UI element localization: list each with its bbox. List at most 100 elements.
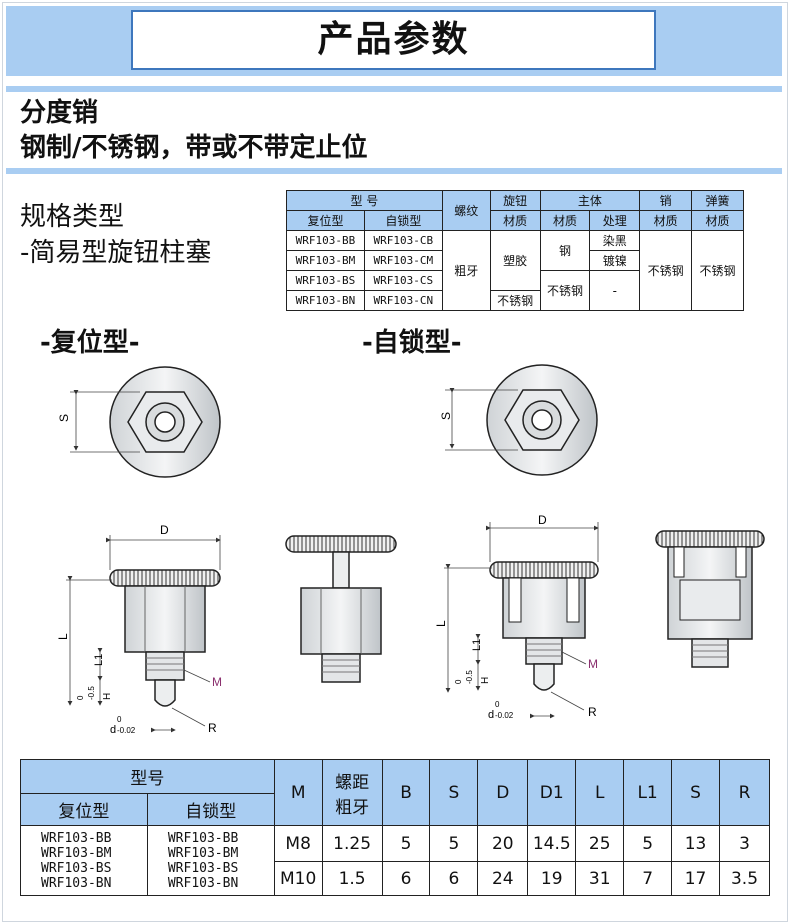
t2-reset-header: 复位型 (20, 793, 148, 826)
dimensions-table: 型号 M 螺距 粗牙 B S D D1 L L1 S R 复位型 自锁型 WRF… (20, 759, 771, 896)
subtitle-material: 钢制/不锈钢，带或不带定止位 (20, 133, 368, 163)
dim-d-tol0-lock: 0 (495, 700, 500, 709)
t2-cell: 6 (429, 861, 479, 896)
t1-treat-dash: - (589, 270, 641, 311)
t1-pin-material: 材质 (639, 210, 693, 231)
t2-cell: 24 (477, 861, 529, 896)
t2-cell: 31 (575, 861, 625, 896)
t2-cell: 14.5 (527, 825, 577, 862)
list-item: WRF103-BN (167, 875, 239, 891)
t1-cell: WRF103-CN (363, 290, 443, 311)
dim-d-small-lock: d (488, 709, 494, 721)
list-item: WRF103-BM (41, 845, 112, 861)
lock-rotated-view (655, 530, 765, 668)
t2-lock-header: 自锁型 (146, 793, 275, 826)
t2-col-b: B (381, 759, 431, 826)
t1-pin-header: 销 (639, 190, 693, 211)
subtitle-product: 分度销 (20, 98, 99, 128)
t2-cell: 5 (623, 825, 673, 862)
dim-l-lock: L (434, 620, 448, 627)
t2-model-header: 型号 (20, 759, 275, 794)
t1-cell: WRF103-BN (286, 290, 365, 311)
dim-m-reset: M (212, 675, 222, 689)
dim-s-lock: S (439, 412, 453, 420)
t1-body-header: 主体 (539, 190, 641, 211)
t2-cell: 1.25 (321, 825, 383, 862)
t2-lock-models: WRF103-BB WRF103-BM WRF103-BS WRF103-BN (146, 825, 275, 896)
list-item: WRF103-BN (41, 875, 112, 891)
dim-d-tol-reset: -0.02 (117, 726, 136, 735)
t2-cell: 7 (623, 861, 673, 896)
dim-d-reset: D (160, 523, 169, 537)
dim-h-lock: H (480, 677, 491, 684)
t1-spring-ss: 不锈钢 (691, 230, 744, 311)
reset-type-label: -复位型- (40, 328, 140, 358)
dim-d-lock: D (538, 513, 547, 527)
dim-l1-reset: L1 (93, 654, 105, 666)
t2-col-d1: D1 (527, 759, 577, 826)
t1-cell: WRF103-BB (286, 230, 365, 251)
list-item: WRF103-BS (41, 860, 112, 876)
t1-thread-value: 粗牙 (441, 230, 491, 311)
title-bar: 产品参数 (6, 6, 782, 76)
t1-lock-header: 自锁型 (363, 210, 443, 231)
reset-top-view: S (57, 366, 221, 478)
t1-reset-header: 复位型 (286, 210, 365, 231)
dim-l1-lock: L1 (471, 639, 483, 651)
t2-col-m: M (273, 759, 323, 826)
t1-cell: WRF103-CB (363, 230, 443, 251)
spec-label: 规格类型 (20, 202, 125, 232)
t2-cell: 3 (718, 825, 771, 862)
dim-h-tol-lock: -0.5 (465, 670, 474, 684)
lock-side-view: D L L1 H -0.5 0 d -0.02 0 M R (434, 513, 599, 721)
dim-d-tol-lock: -0.02 (495, 711, 514, 720)
t1-knob-header: 旋钮 (489, 190, 541, 211)
t2-cell: M8 (273, 825, 323, 862)
t2-col-l1: L1 (623, 759, 673, 826)
t2-col-l: L (575, 759, 625, 826)
t2-cell: 3.5 (718, 861, 771, 896)
dim-r-reset: R (208, 721, 217, 735)
t2-col-pitch: 螺距 粗牙 (321, 759, 383, 826)
dim-h-tol0-lock: 0 (454, 679, 463, 684)
lock-type-label: -自锁型- (362, 328, 462, 358)
t2-cell: 6 (381, 861, 431, 896)
t1-knob-plastic: 塑胶 (489, 230, 541, 291)
t1-model-header: 型 号 (286, 190, 443, 211)
t1-cell: WRF103-CM (363, 250, 443, 271)
t2-pitch-line2: 粗牙 (335, 797, 370, 818)
divider-band-2 (6, 168, 782, 174)
t1-body-material: 材质 (539, 210, 591, 231)
dim-h-tol-reset: -0.5 (87, 686, 96, 700)
t2-reset-models: WRF103-BB WRF103-BM WRF103-BS WRF103-BN (20, 825, 148, 896)
t2-col-d: D (477, 759, 529, 826)
dim-l-reset: L (56, 633, 70, 640)
t2-cell: M10 (273, 861, 323, 896)
t2-cell: 13 (671, 825, 720, 862)
dim-h-tol0-reset: 0 (76, 695, 85, 700)
t2-pitch-line1: 螺距 (335, 772, 370, 793)
list-item: WRF103-BM (167, 845, 239, 861)
t1-thread-header: 螺纹 (441, 190, 491, 231)
t1-treat-nickel: 镀镍 (589, 250, 641, 271)
dim-s-reset: S (57, 414, 71, 422)
spec-type: -简易型旋钮柱塞 (20, 238, 212, 268)
t2-cell: 1.5 (321, 861, 383, 896)
t2-cell: 17 (671, 861, 720, 896)
spec-table: 型 号 螺纹 旋钮 主体 销 弹簧 复位型 自锁型 材质 材质 处理 材质 材质… (286, 190, 744, 311)
t2-cell: 25 (575, 825, 625, 862)
t2-col-r: R (718, 759, 771, 826)
reset-pulled-view (285, 535, 397, 683)
t2-cell: 5 (381, 825, 431, 862)
dim-r-lock: R (588, 705, 597, 719)
dim-d-tol0-reset: 0 (117, 715, 122, 724)
dim-m-lock: M (588, 657, 598, 671)
reset-side-view: D L L1 H -0.5 0 d -0.02 0 M R (56, 523, 222, 736)
dim-h-reset: H (102, 693, 113, 700)
lock-top-view: S (439, 364, 598, 476)
list-item: WRF103-BB (41, 830, 112, 846)
t2-cell: 20 (477, 825, 529, 862)
list-item: WRF103-BS (167, 860, 239, 876)
list-item: WRF103-BB (167, 830, 239, 846)
